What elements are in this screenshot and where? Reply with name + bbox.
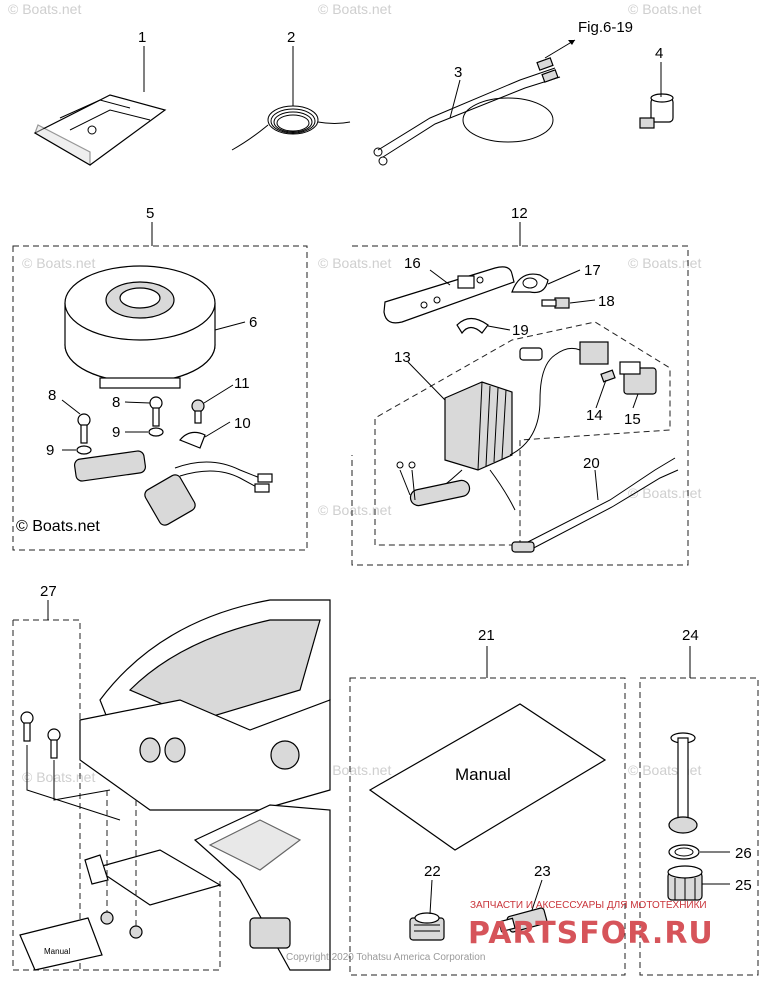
- callout-26: 26: [735, 845, 752, 862]
- callout-16: 16: [404, 255, 421, 272]
- part-bottom-cowling: [79, 599, 331, 971]
- callout-9-b: 9: [46, 442, 54, 459]
- leader-lines: [47, 46, 730, 915]
- part-19-clip: [456, 317, 489, 335]
- part-connector-plug: [519, 341, 609, 365]
- part-18-bolt: [541, 297, 570, 309]
- partsfor-logo: ЗАПЧАСТИ И АКСЕССУАРЫ ДЛЯ МОТОТЕХНИКИ PA…: [468, 900, 714, 951]
- callout-27: 27: [40, 583, 57, 600]
- callout-19: 19: [512, 322, 529, 339]
- copyright-notice: Copyright 2020 Tohatsu America Corporati…: [286, 952, 485, 963]
- callout-24: 24: [682, 627, 699, 644]
- part-16-bracket: [383, 266, 515, 324]
- callout-10: 10: [234, 415, 251, 432]
- callout-17: 17: [584, 262, 601, 279]
- part-24-valve: [668, 732, 698, 834]
- callout-8-b: 8: [112, 394, 120, 411]
- callout-3: 3: [454, 64, 462, 81]
- part-10-clamp: [179, 431, 206, 449]
- figure-reference: Fig.6-19: [578, 19, 633, 36]
- callout-2: 2: [287, 29, 295, 46]
- watermark: © Boats.net: [628, 485, 701, 501]
- watermark: © Boats.net: [8, 1, 81, 17]
- watermark: © Boats.net: [318, 502, 391, 518]
- part-27-bolts: [20, 711, 121, 821]
- callout-5: 5: [146, 205, 154, 222]
- part-23-fitting: [498, 907, 548, 933]
- watermark: © Boats.net: [628, 255, 701, 271]
- watermark: © Boats.net: [628, 762, 701, 778]
- group-box-21: [349, 677, 626, 976]
- watermark: © Boats.net: [318, 1, 391, 17]
- watermark-dark: © Boats.net: [16, 518, 100, 535]
- part-3-wire-harness: [373, 39, 576, 166]
- part-8-bolt-middle: [149, 396, 163, 427]
- part-21-manual: Manual: [368, 703, 607, 851]
- part-22-plug: [409, 912, 445, 941]
- callout-labels: 1 2 3 4 5 6 8 11 8 9 10 9 12 16 17 18 19…: [40, 19, 752, 894]
- part-26-o-ring: [668, 844, 700, 860]
- part-13-regulator: [396, 354, 556, 511]
- callout-15: 15: [624, 411, 641, 428]
- watermark: © Boats.net: [318, 255, 391, 271]
- watermark: © Boats.net: [318, 762, 391, 778]
- group-box-24: [639, 677, 759, 976]
- callout-4: 4: [655, 45, 663, 62]
- callout-11: 11: [234, 375, 250, 392]
- part-14-fuse: [600, 369, 616, 383]
- group-box-27: [13, 619, 221, 971]
- callout-12: 12: [511, 205, 528, 222]
- logo-tagline: ЗАПЧАСТИ И АКСЕССУАРЫ ДЛЯ МОТОТЕХНИКИ: [470, 900, 707, 911]
- callout-13: 13: [394, 349, 411, 366]
- callout-14: 14: [586, 407, 603, 424]
- part-20-cable: [511, 457, 679, 553]
- part-coils: [73, 450, 273, 526]
- watermark: © Boats.net: [22, 255, 95, 271]
- part-11-screw: [191, 399, 205, 424]
- watermark: © Boats.net: [628, 1, 701, 17]
- part-owner-manual-small: Manual: [19, 917, 103, 971]
- part-1-tool-pouch: [33, 94, 167, 167]
- part-8-bolt-left: [77, 413, 91, 444]
- part-2-coiled-wire: [231, 105, 351, 151]
- callout-23: 23: [534, 863, 551, 880]
- part-15-relay: [619, 361, 657, 395]
- manual-small-label: Manual: [44, 947, 70, 956]
- part-plate-bracket: [84, 790, 222, 939]
- callout-18: 18: [598, 293, 615, 310]
- group-box-5: [12, 245, 308, 551]
- part-6-flywheel: [64, 265, 216, 389]
- callout-8: 8: [48, 387, 56, 404]
- callout-1: 1: [138, 29, 146, 46]
- callout-6: 6: [249, 314, 257, 331]
- part-25-cap: [667, 865, 703, 901]
- logo-name: PARTSFOR.RU: [468, 916, 714, 951]
- group-box-12: [351, 245, 689, 566]
- manual-label: Manual: [455, 765, 511, 784]
- callout-22: 22: [424, 863, 441, 880]
- part-4-nut: [639, 93, 674, 129]
- callout-21: 21: [478, 627, 495, 644]
- part-17-clamp: [511, 273, 549, 294]
- part-9-washers: [76, 427, 164, 455]
- callout-9: 9: [112, 424, 120, 441]
- watermark: © Boats.net: [22, 769, 95, 785]
- callout-20: 20: [583, 455, 600, 472]
- callout-25: 25: [735, 877, 752, 894]
